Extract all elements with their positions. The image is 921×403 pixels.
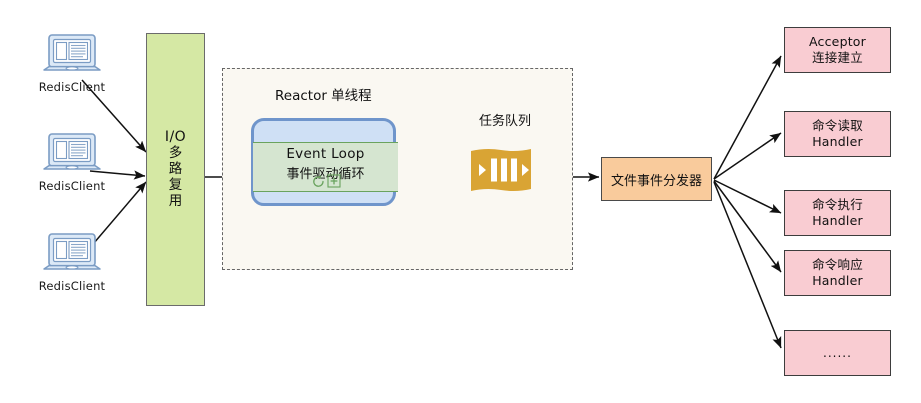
multiplexer-char-3: 复 [168,177,183,193]
multiplexer-char-1: 多 [168,145,183,162]
task-queue-node[interactable] [470,146,532,194]
file-event-dispatcher-node[interactable]: 文件事件分发器 [601,157,712,201]
handler-line-1: Acceptor [809,34,866,49]
task-queue-label: 任务队列 [478,114,531,129]
handler-line-2: Handler [812,134,863,149]
handler-line-2: Handler [812,273,863,288]
event-loop-node[interactable]: Event Loop 事件驱动循环 [251,118,398,206]
client-node-2[interactable]: RedisClient [26,131,118,193]
laptop-icon [40,231,104,277]
multiplexer-char-2: 路 [168,161,183,178]
multiplexer-io-label: I/O [164,129,187,146]
client-label: RedisClient [38,279,106,293]
event-loop-subtitle: 事件驱动循环 [286,167,365,182]
handler-line-2: 连接建立 [812,50,863,65]
handler-node-command-exec[interactable]: 命令执行 Handler [784,190,891,236]
event-loop-icon-group [311,173,341,192]
multiplexer-char-4: 用 [168,192,183,209]
refresh-loop-icon [311,173,326,192]
client-node-1[interactable]: RedisClient [26,32,118,94]
laptop-icon [40,131,104,177]
task-queue-icon [470,148,532,198]
client-node-3[interactable]: RedisClient [26,231,118,293]
handler-line-2: Handler [812,213,863,228]
handler-node-command-read[interactable]: 命令读取 Handler [784,111,891,157]
event-loop-title: Event Loop [286,146,365,162]
handler-line-1: 命令响应 [812,257,863,272]
handler-node-command-reply[interactable]: 命令响应 Handler [784,250,891,296]
client-label: RedisClient [38,179,106,193]
plus-box-icon [326,173,341,192]
io-multiplexer-node[interactable]: I/O 多 路 复 用 [146,33,205,306]
dispatcher-label: 文件事件分发器 [610,173,702,189]
handler-node-more[interactable]: ...... [784,330,891,376]
reactor-title: Reactor 单线程 [275,88,372,104]
client-label: RedisClient [38,80,106,94]
handler-line-1: 命令读取 [812,118,863,133]
event-loop-inner: Event Loop 事件驱动循环 [253,142,398,192]
handler-node-acceptor[interactable]: Acceptor 连接建立 [784,27,891,73]
handler-line-1: 命令执行 [812,197,863,212]
handler-ellipsis: ...... [823,346,852,360]
laptop-icon [40,32,104,78]
